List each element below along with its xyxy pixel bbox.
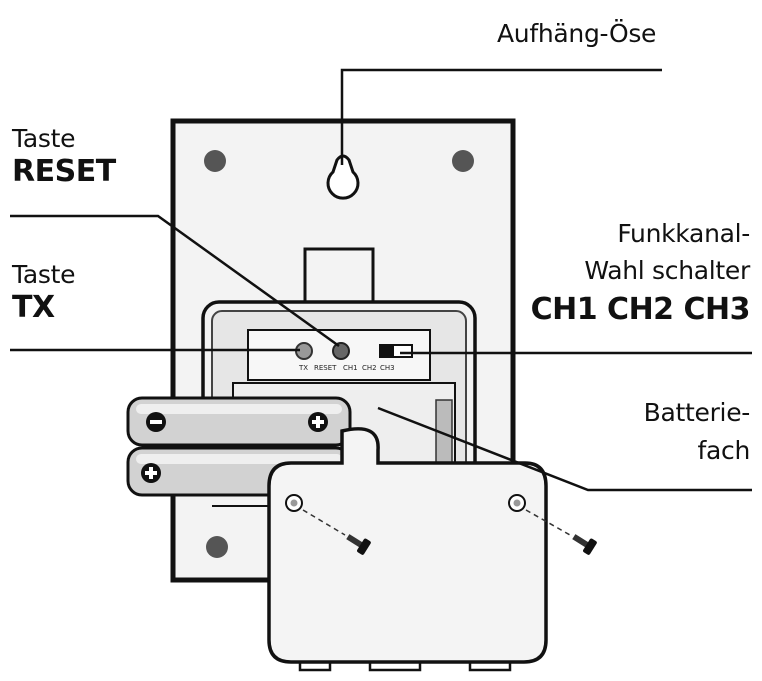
label-channel-line2: Wahl schalter	[584, 256, 750, 285]
screw-path-left	[302, 509, 346, 536]
screw-left	[346, 534, 371, 555]
board-label-ch1: CH1	[343, 364, 358, 372]
board-label-reset: RESET	[314, 364, 337, 372]
label-reset-line2: RESET	[12, 154, 116, 189]
label-tx-line2: TX	[12, 290, 55, 325]
reset-button	[332, 342, 350, 360]
battery-upper-plus-v	[316, 416, 320, 428]
channel-switch-slider	[381, 346, 394, 356]
battery-upper-highlight	[136, 404, 342, 414]
corner-hole-bottom-left	[206, 536, 228, 558]
battery-upper-minus-bar	[150, 420, 162, 424]
compartment-tab	[303, 247, 375, 307]
corner-hole-top-left	[204, 150, 226, 172]
leader-hook	[340, 68, 662, 165]
board-label-ch2: CH2	[362, 364, 377, 372]
cover-hole-right-inner	[513, 499, 521, 507]
corner-hole-top-right	[452, 150, 474, 172]
label-channel-line1: Funkkanal-	[617, 219, 750, 248]
battery-cover-feet	[298, 662, 512, 672]
label-battery-line1: Batterie-	[643, 398, 751, 427]
leader-battery	[377, 406, 752, 492]
label-battery-line2: fach	[697, 436, 750, 465]
label-tx-line1: Taste	[12, 260, 76, 289]
battery-lower-plus-v	[149, 467, 153, 479]
label-hook: Aufhäng-Öse	[497, 19, 657, 48]
cover-hole-left-inner	[290, 499, 298, 507]
battery-cover	[267, 427, 548, 664]
leader-reset	[10, 214, 340, 348]
screw-right	[572, 534, 597, 555]
board-label-ch3: CH3	[380, 364, 395, 372]
label-reset-line1: Taste	[12, 124, 76, 153]
label-channel-line3: CH1 CH2 CH3	[530, 292, 751, 327]
board-label-tx: TX	[299, 364, 309, 372]
